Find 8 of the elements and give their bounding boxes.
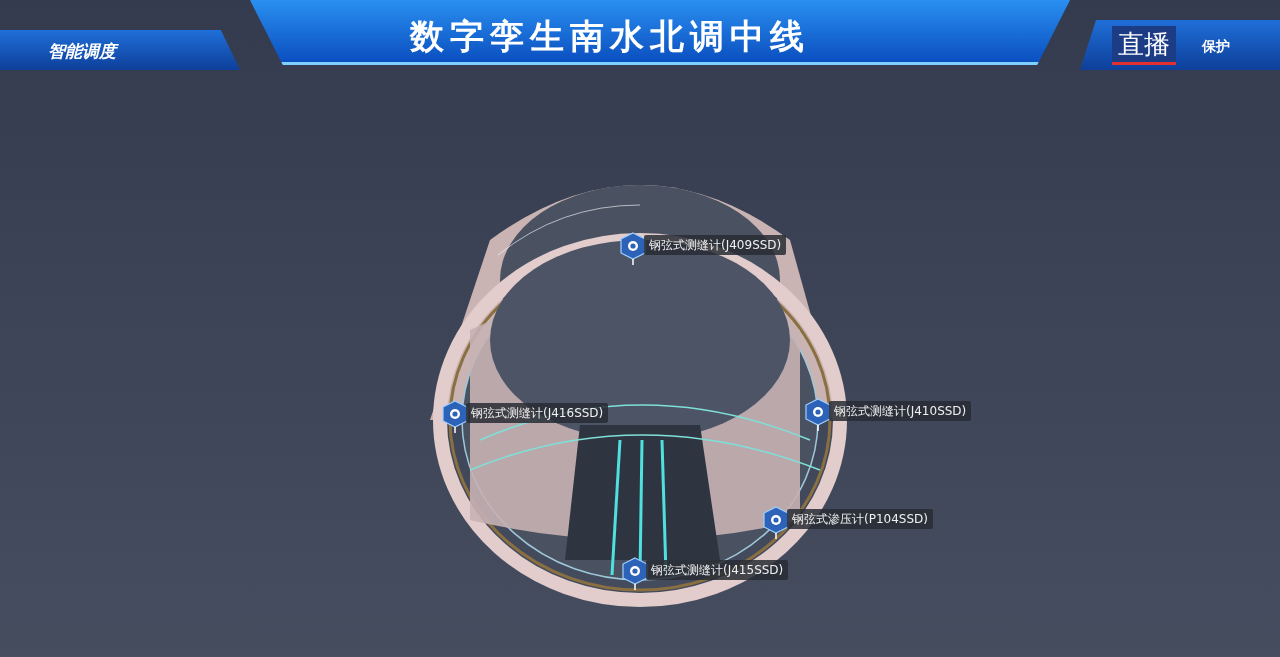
sensor-label: 钢弦式测缝计(J409SSD) xyxy=(644,235,787,255)
title: 数字孪生南水北调中线 xyxy=(410,15,810,58)
sensor-label: 钢弦式渗压计(P104SSD) xyxy=(787,509,933,529)
sensor-label: 钢弦式测缝计(J410SSD) xyxy=(829,401,972,421)
sensor-label: 钢弦式测缝计(J416SSD) xyxy=(466,403,609,423)
sensor-label: 钢弦式测缝计(J415SSD) xyxy=(646,560,789,580)
protection-label: 保护 xyxy=(1202,38,1230,56)
live-label: 直播 xyxy=(1112,26,1176,65)
